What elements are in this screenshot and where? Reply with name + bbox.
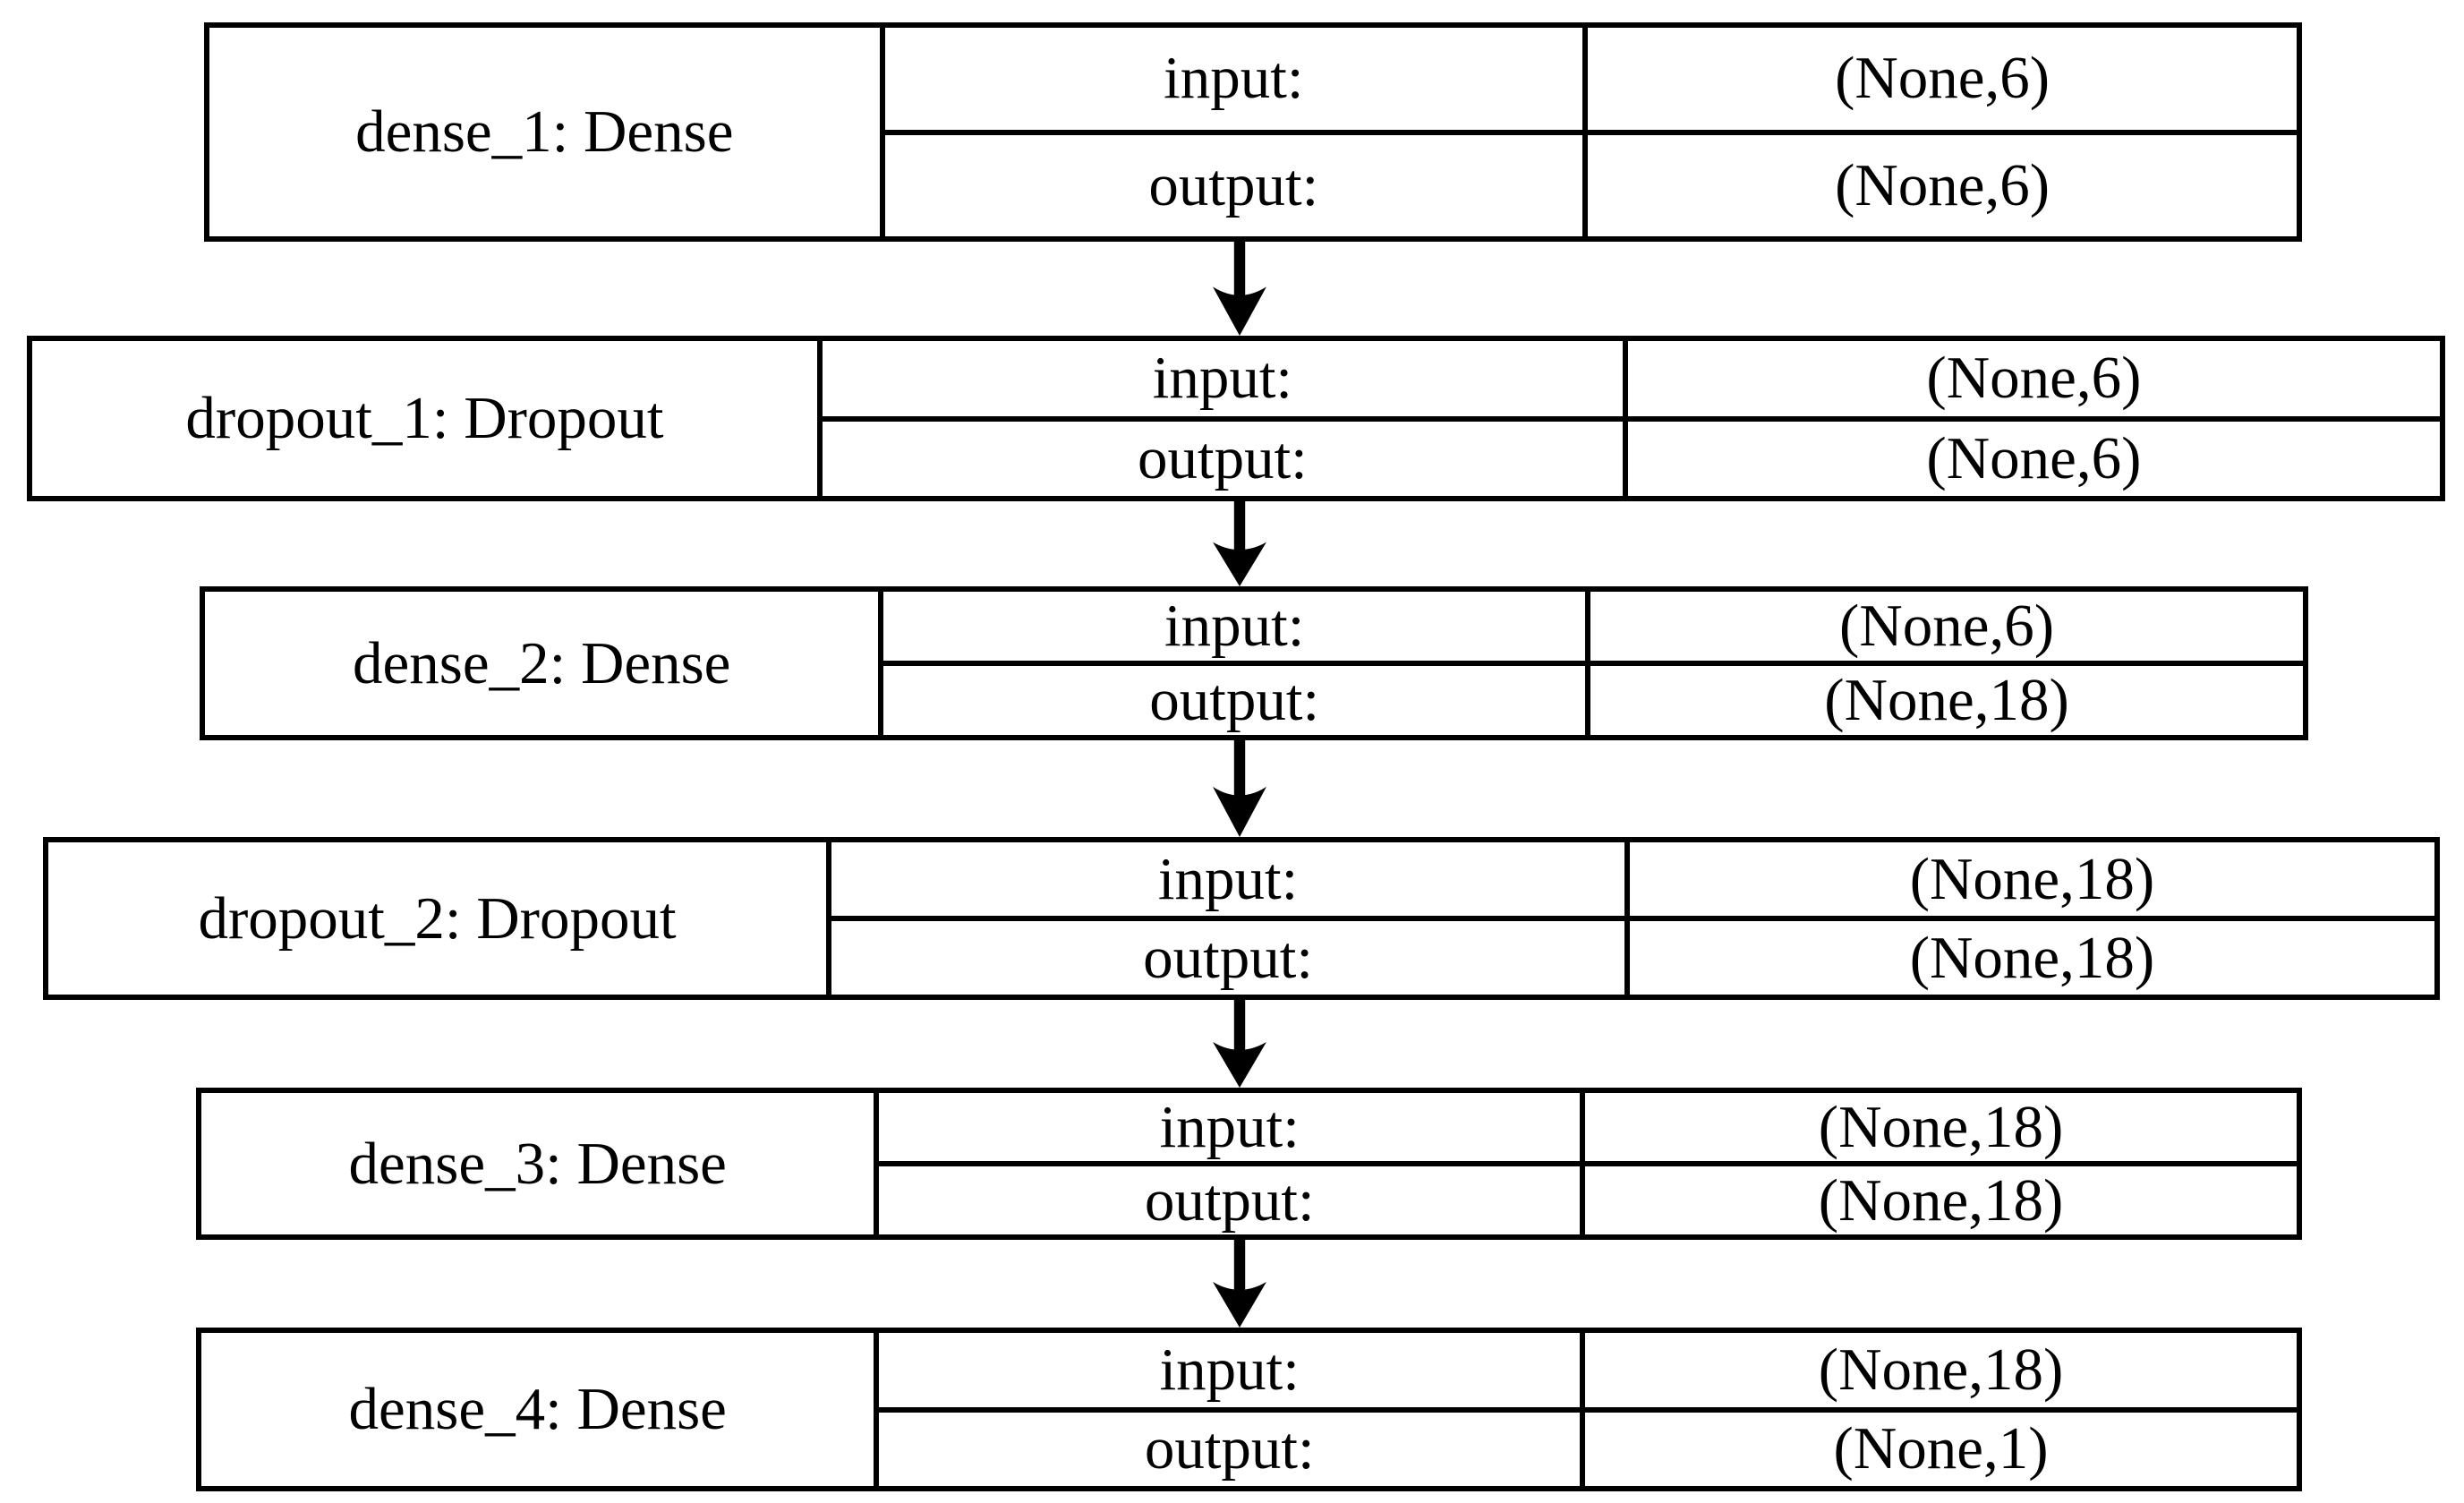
output-shape-value: (None,6) xyxy=(1926,424,2142,491)
input-label: input: xyxy=(823,341,1628,416)
layer-name: dense_4: Dense xyxy=(348,1376,727,1442)
output-label: output: xyxy=(831,921,1630,995)
output-shape-value: (None,1) xyxy=(1833,1415,2049,1482)
output-row: output: (None,6) xyxy=(884,129,2297,236)
input-shape-value: (None,18) xyxy=(1909,845,2155,912)
output-label: output: xyxy=(879,1412,1586,1486)
layer-name: dense_1: Dense xyxy=(355,98,734,165)
layer-name: dense_2: Dense xyxy=(353,629,731,696)
input-row: input: (None,6) xyxy=(885,28,2297,130)
output-label: output: xyxy=(823,421,1628,496)
layer-node-dense_1: dense_1: Dense input: (None,6) output: (… xyxy=(204,22,2302,242)
output-row: output: (None,18) xyxy=(879,1161,2297,1234)
output-row: output: (None,18) xyxy=(831,916,2434,995)
io-table: input: (None,18) output: (None,18) xyxy=(874,1093,2297,1234)
output-shape-value: (None,18) xyxy=(1818,1166,2064,1234)
output-label: output: xyxy=(885,134,1589,236)
input-row: input: (None,18) xyxy=(831,842,2434,916)
output-shape-value: (None,18) xyxy=(1909,924,2155,991)
layer-node-dense_2: dense_2: Dense input: (None,6) output: (… xyxy=(200,586,2308,740)
layer-node-dropout_2: dropout_2: Dropout input: (None,18) outp… xyxy=(43,837,2440,1000)
io-table: input: (None,6) output: (None,18) xyxy=(878,592,2303,735)
input-label: input: xyxy=(831,842,1630,916)
input-shape-value: (None,6) xyxy=(1926,345,2142,412)
layer-node-dense_4: dense_4: Dense input: (None,18) output: … xyxy=(196,1328,2302,1491)
output-shape-value: (None,18) xyxy=(1824,667,2069,733)
input-shape-value: (None,6) xyxy=(1839,593,2055,659)
arrow-down-icon xyxy=(1212,740,1267,837)
input-row: input: (None,6) xyxy=(883,592,2303,661)
layer-name: dropout_1: Dropout xyxy=(185,385,664,451)
input-shape-value: (None,6) xyxy=(1835,45,2050,112)
input-row: input: (None,18) xyxy=(879,1333,2297,1407)
io-table: input: (None,6) output: (None,6) xyxy=(879,28,2297,236)
arrow-down-icon xyxy=(1212,242,1267,336)
io-table: input: (None,18) output: (None,18) xyxy=(826,842,2434,995)
input-label: input: xyxy=(885,28,1589,130)
arrow-down-icon xyxy=(1212,501,1267,586)
io-table: input: (None,6) output: (None,6) xyxy=(816,341,2440,496)
output-label: output: xyxy=(883,666,1591,735)
io-table: input: (None,18) output: (None,1) xyxy=(874,1333,2297,1486)
output-label: output: xyxy=(879,1166,1586,1234)
arrow-down-icon xyxy=(1212,1240,1267,1328)
output-row: output: (None,1) xyxy=(879,1406,2297,1486)
input-label: input: xyxy=(879,1333,1586,1407)
layer-node-dense_3: dense_3: Dense input: (None,18) output: … xyxy=(196,1088,2302,1240)
layer-name: dropout_2: Dropout xyxy=(198,884,677,952)
arrow-down-icon xyxy=(1212,1000,1267,1088)
output-row: output: (None,18) xyxy=(883,661,2303,735)
input-row: input: (None,6) xyxy=(823,341,2440,416)
layer-node-dropout_1: dropout_1: Dropout input: (None,6) outpu… xyxy=(27,336,2445,501)
input-label: input: xyxy=(883,592,1591,661)
output-row: output: (None,6) xyxy=(822,415,2440,496)
input-shape-value: (None,18) xyxy=(1818,1336,2064,1403)
input-label: input: xyxy=(879,1093,1586,1161)
layer-name: dense_3: Dense xyxy=(348,1130,727,1197)
output-shape-value: (None,6) xyxy=(1835,151,2050,218)
input-shape-value: (None,18) xyxy=(1818,1093,2064,1160)
input-row: input: (None,18) xyxy=(879,1093,2297,1161)
